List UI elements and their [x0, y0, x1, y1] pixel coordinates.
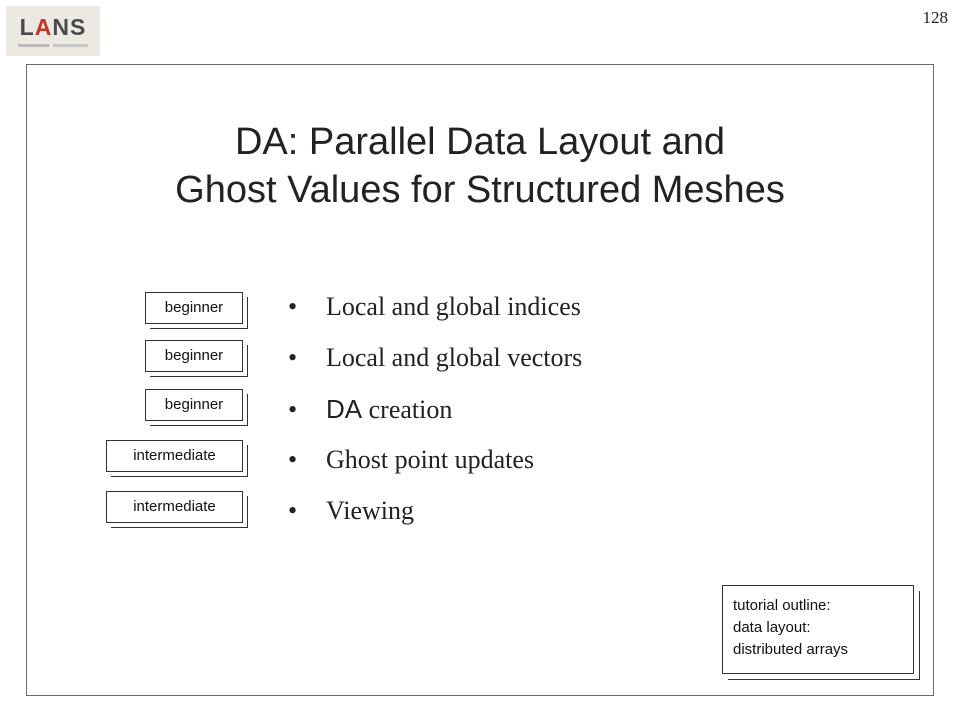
note-line: tutorial outline:	[733, 597, 831, 614]
topic-list: • Local and global indices • Local and glo…	[288, 288, 582, 543]
topic-label: Ghost point updates	[326, 445, 534, 474]
bullet-icon: •	[288, 292, 298, 321]
bullet-icon: •	[288, 496, 298, 525]
topic-label: creation	[368, 395, 453, 424]
page-number: 128	[922, 8, 949, 27]
topic-item: • Viewing	[288, 492, 582, 543]
topic-item: • DA creation	[288, 390, 582, 441]
tutorial-outline-note: tutorial outline: data layout: distribut…	[722, 585, 914, 674]
level-tag-beginner: beginner	[145, 340, 243, 372]
bullet-icon: •	[288, 445, 298, 474]
topic-label-prefix: DA	[326, 394, 363, 424]
bullet-icon: •	[288, 343, 298, 372]
level-tag-beginner: beginner	[145, 389, 243, 421]
logo-subtitle-rule	[18, 44, 88, 47]
topic-label: Local and global indices	[326, 292, 581, 321]
topic-item: • Local and global vectors	[288, 339, 582, 390]
bullet-icon: •	[288, 395, 298, 424]
slide-title: DA: Parallel Data Layout and Ghost Value…	[27, 118, 933, 214]
logo-wordmark: LANS	[19, 14, 87, 40]
topic-item: • Local and global indices	[288, 288, 582, 339]
title-line-1: DA: Parallel Data Layout and	[234, 121, 726, 163]
topic-item: • Ghost point updates	[288, 441, 582, 492]
level-tag-intermediate: intermediate	[106, 491, 243, 523]
level-tag-intermediate: intermediate	[106, 440, 243, 472]
topic-label: Viewing	[326, 496, 414, 525]
note-line: data layout:	[733, 619, 811, 636]
level-tag-beginner: beginner	[145, 292, 243, 324]
note-line: distributed arrays	[733, 641, 849, 658]
lans-logo: LANS	[6, 6, 100, 56]
title-line-2: Ghost Values for Structured Meshes	[175, 169, 785, 211]
topic-label: Local and global vectors	[326, 343, 583, 372]
slide-frame	[26, 64, 934, 696]
